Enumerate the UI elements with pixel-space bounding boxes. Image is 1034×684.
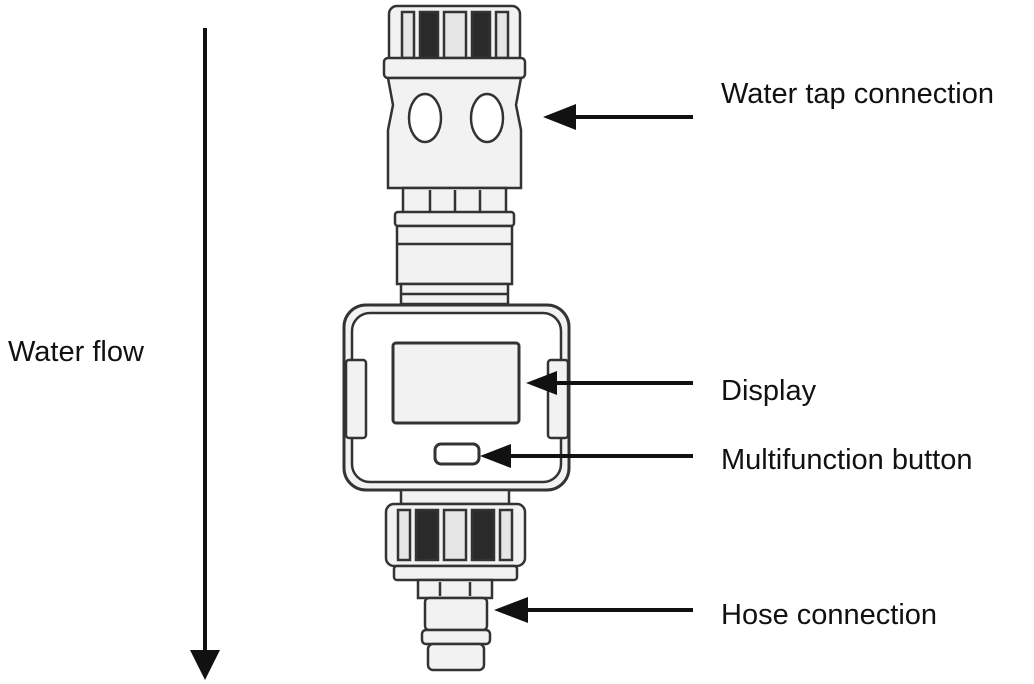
water-meter-device <box>342 4 571 672</box>
display-label: Display <box>721 375 817 407</box>
hose-callout-arrow <box>494 597 693 623</box>
button-callout-arrow <box>480 444 693 468</box>
tap-callout-arrow <box>543 104 693 130</box>
display-callout-arrow <box>526 371 693 395</box>
threaded-neck <box>393 186 516 306</box>
top-knurled-nut <box>387 4 522 66</box>
water-tap-connection-label: Water tap connection <box>721 78 994 110</box>
water-flow-label: Water flow <box>8 336 144 368</box>
multifunction-button-label: Multifunction button <box>721 444 973 476</box>
bottom-knurled-nut <box>384 488 527 582</box>
callout-arrows <box>480 104 693 623</box>
tap-connector-body <box>382 56 527 190</box>
water-flow-arrow <box>190 28 220 680</box>
hose-connector <box>416 578 494 672</box>
display-screen <box>391 341 521 425</box>
hose-connection-label: Hose connection <box>721 599 938 631</box>
multifunction-button <box>433 442 481 466</box>
